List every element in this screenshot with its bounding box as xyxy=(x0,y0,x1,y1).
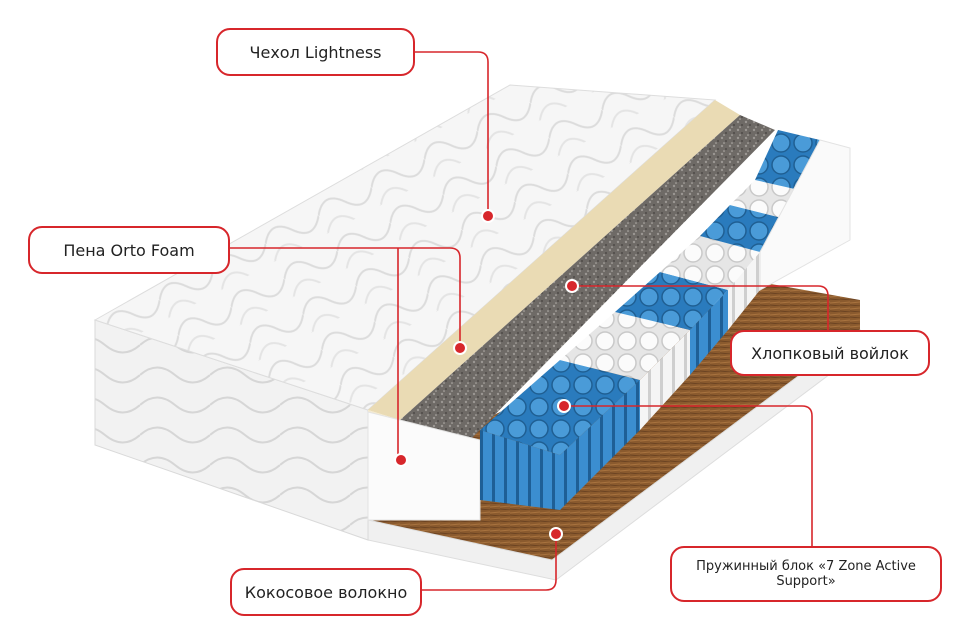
felt-layer xyxy=(400,115,775,440)
label-spring-block: Пружинный блок «7 Zone Active Support» xyxy=(670,546,942,602)
label-cover: Чехол Lightness xyxy=(216,28,415,76)
spring-zone-white-1 xyxy=(560,312,690,380)
foam-layer xyxy=(368,100,740,420)
spring-zone-white-2 xyxy=(660,236,760,290)
marker-dots xyxy=(394,209,579,541)
label-cotton-felt: Хлопковый войлок xyxy=(730,330,930,376)
label-coconut-fiber: Кокосовое волокно xyxy=(230,568,422,616)
label-foam: Пена Orto Foam xyxy=(28,226,230,274)
leader-lines xyxy=(230,51,829,591)
